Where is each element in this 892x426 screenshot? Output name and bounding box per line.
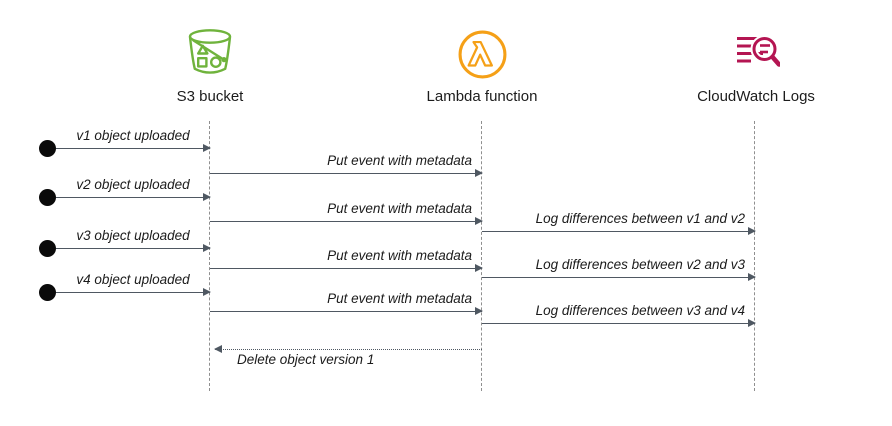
message-arrow <box>210 307 483 316</box>
actor-label-lambda: Lambda function <box>426 88 538 105</box>
message-label: Put event with metadata <box>327 291 472 306</box>
lifeline-s3 <box>209 121 210 391</box>
event-dot <box>39 189 56 206</box>
message-label: Log differences between v1 and v2 <box>535 211 745 226</box>
message-label: Delete object version 1 <box>237 352 375 367</box>
actor-label-cloudwatch: CloudWatch Logs <box>697 88 815 105</box>
message-label: v2 object uploaded <box>76 177 190 192</box>
message-arrow-delete <box>214 345 482 354</box>
cloudwatch-logs-icon <box>737 35 780 67</box>
message-arrow <box>482 227 756 236</box>
message-label: v4 object uploaded <box>76 272 190 287</box>
message-label: Put event with metadata <box>327 201 472 216</box>
message-label: v1 object uploaded <box>76 128 190 143</box>
message-arrow <box>56 244 211 253</box>
message-label: v3 object uploaded <box>76 228 190 243</box>
lambda-icon <box>458 30 507 79</box>
message-label: Log differences between v2 and v3 <box>535 257 745 272</box>
event-dot <box>39 140 56 157</box>
message-arrow <box>482 273 756 282</box>
event-dot <box>39 240 56 257</box>
message-arrow <box>482 319 756 328</box>
message-arrow <box>56 144 211 153</box>
message-arrow <box>56 193 211 202</box>
message-label: Log differences between v3 and v4 <box>535 303 745 318</box>
message-arrow <box>210 264 483 273</box>
message-arrow <box>210 169 483 178</box>
event-dot <box>39 284 56 301</box>
message-label: Put event with metadata <box>327 248 472 263</box>
lifeline-lambda <box>481 121 482 391</box>
actor-label-s3: S3 bucket <box>176 88 244 105</box>
message-label: Put event with metadata <box>327 153 472 168</box>
message-arrow <box>210 217 483 226</box>
lifeline-cloudwatch <box>754 121 755 391</box>
message-arrow <box>56 288 211 297</box>
s3-bucket-icon <box>188 29 232 74</box>
